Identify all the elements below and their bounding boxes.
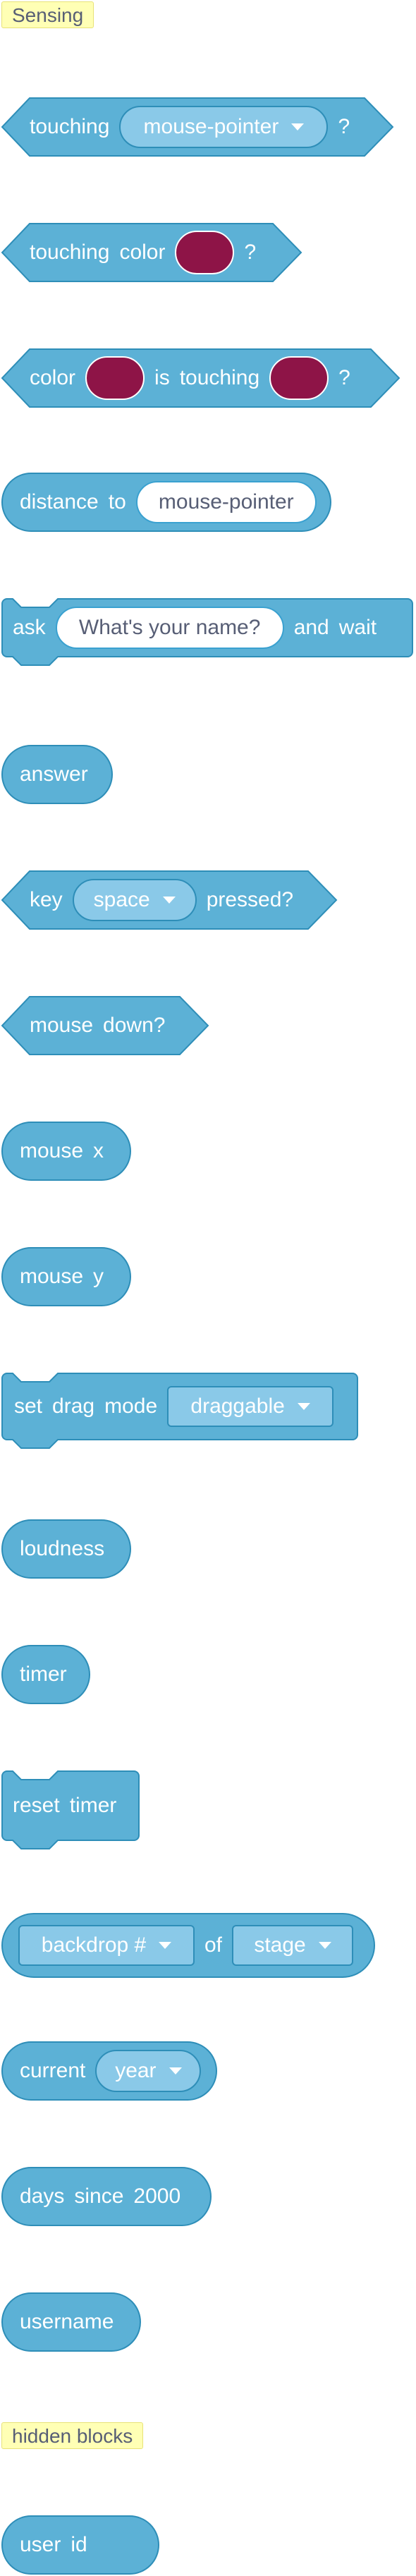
mouse-x-block[interactable]: mouse x bbox=[1, 1122, 131, 1181]
key-menu[interactable]: space bbox=[72, 879, 197, 921]
days-since-2000-block[interactable]: days since 2000 bbox=[1, 2167, 212, 2226]
mouse-label: mouse bbox=[30, 1014, 94, 1037]
timer-label: timer bbox=[20, 1663, 67, 1686]
days-label: days bbox=[20, 2185, 65, 2208]
chevron-down-icon bbox=[162, 897, 176, 904]
block-shape bbox=[1, 1122, 131, 1181]
question-input[interactable]: What's your name? bbox=[55, 607, 284, 649]
ask-label: ask bbox=[13, 616, 46, 639]
block-shape bbox=[1, 1645, 90, 1704]
username-block[interactable]: username bbox=[1, 2292, 141, 2352]
touching-block[interactable]: touching mouse-pointer ? bbox=[1, 97, 394, 157]
key-label: key bbox=[30, 888, 63, 911]
since-label: since bbox=[74, 2185, 124, 2208]
attribute-value: backdrop # bbox=[41, 1933, 147, 1957]
block-shape bbox=[1, 2292, 141, 2352]
object-menu[interactable]: stage bbox=[232, 1925, 354, 1966]
is-label: is bbox=[154, 366, 170, 389]
x-label: x bbox=[93, 1139, 104, 1162]
block-shape bbox=[1, 996, 209, 1055]
key-value: space bbox=[93, 888, 150, 911]
touching-label: touching bbox=[179, 366, 260, 389]
key-pressed-block[interactable]: key space pressed? bbox=[1, 870, 338, 930]
of-label: of bbox=[204, 1933, 223, 1957]
chevron-down-icon bbox=[297, 1403, 310, 1410]
user-label: user bbox=[20, 2533, 61, 2556]
to-label: to bbox=[108, 490, 126, 514]
color-label: color bbox=[119, 241, 166, 264]
distance-label: distance bbox=[20, 490, 99, 514]
current-label: current bbox=[20, 2059, 86, 2082]
current-block[interactable]: current year bbox=[1, 2041, 217, 2101]
mouse-label: mouse bbox=[20, 1139, 84, 1162]
and-label: and bbox=[293, 616, 329, 639]
hidden-blocks-label: hidden blocks bbox=[1, 2422, 144, 2449]
attribute-menu[interactable]: backdrop # bbox=[18, 1925, 195, 1966]
answer-block[interactable]: answer bbox=[1, 745, 113, 804]
timer-block[interactable]: timer bbox=[1, 1645, 90, 1704]
ask-and-wait-block[interactable]: ask What's your name? and wait bbox=[1, 598, 413, 669]
mouse-label: mouse bbox=[20, 1265, 84, 1288]
question-mark: ? bbox=[244, 241, 257, 264]
block-shape bbox=[1, 1519, 131, 1579]
block-shape bbox=[1, 2167, 212, 2226]
color-swatch-1[interactable] bbox=[85, 356, 145, 400]
set-drag-mode-block[interactable]: set drag mode draggable bbox=[1, 1373, 358, 1452]
distance-target-menu[interactable]: mouse-pointer bbox=[135, 481, 317, 523]
mouse-y-block[interactable]: mouse y bbox=[1, 1247, 131, 1306]
drag-label: drag bbox=[52, 1395, 95, 1418]
touching-object-menu[interactable]: mouse-pointer bbox=[119, 106, 329, 148]
username-label: username bbox=[20, 2310, 114, 2333]
question-mark: ? bbox=[338, 366, 350, 389]
distance-to-block[interactable]: distance to mouse-pointer bbox=[1, 473, 331, 532]
category-label-sensing: Sensing bbox=[1, 1, 94, 28]
color-swatch-2[interactable] bbox=[269, 356, 329, 400]
year-2000-label: 2000 bbox=[133, 2185, 181, 2208]
loudness-label: loudness bbox=[20, 1537, 105, 1560]
chevron-down-icon bbox=[291, 123, 305, 130]
pressed-label: pressed? bbox=[206, 888, 294, 911]
mouse-down-block[interactable]: mouse down? bbox=[1, 996, 209, 1055]
block-shape bbox=[1, 1770, 140, 1849]
color-label: color bbox=[30, 366, 76, 389]
answer-label: answer bbox=[20, 763, 88, 786]
current-menu[interactable]: year bbox=[95, 2050, 202, 2092]
drag-mode-value: draggable bbox=[190, 1395, 285, 1418]
block-shape bbox=[1, 2515, 159, 2575]
touching-color-block[interactable]: touching color ? bbox=[1, 223, 302, 282]
drag-mode-menu[interactable]: draggable bbox=[167, 1386, 334, 1427]
block-shape bbox=[1, 745, 113, 804]
touching-label: touching bbox=[30, 115, 110, 138]
loudness-block[interactable]: loudness bbox=[1, 1519, 131, 1579]
reset-timer-block[interactable]: reset timer bbox=[1, 1770, 140, 1852]
mode-label: mode bbox=[104, 1395, 158, 1418]
user-id-block[interactable]: user id bbox=[1, 2515, 159, 2575]
backdrop-of-stage-block[interactable]: backdrop # of stage bbox=[1, 1913, 375, 1978]
set-label: set bbox=[14, 1395, 43, 1418]
chevron-down-icon bbox=[318, 1942, 331, 1949]
block-shape bbox=[1, 1247, 131, 1306]
current-value: year bbox=[115, 2059, 157, 2082]
timer-label: timer bbox=[69, 1794, 117, 1817]
color-touching-color-block[interactable]: color is touching ? bbox=[1, 348, 400, 408]
color-swatch[interactable] bbox=[175, 231, 235, 274]
object-value: stage bbox=[254, 1933, 306, 1957]
reset-label: reset bbox=[13, 1794, 60, 1817]
id-label: id bbox=[71, 2533, 87, 2556]
chevron-down-icon bbox=[169, 2067, 182, 2074]
touching-label: touching bbox=[30, 241, 110, 264]
wait-label: wait bbox=[338, 616, 377, 639]
chevron-down-icon bbox=[159, 1942, 172, 1949]
down-label: down? bbox=[103, 1014, 166, 1037]
touching-object-value: mouse-pointer bbox=[143, 115, 279, 138]
y-label: y bbox=[93, 1265, 104, 1288]
question-mark: ? bbox=[338, 115, 350, 138]
